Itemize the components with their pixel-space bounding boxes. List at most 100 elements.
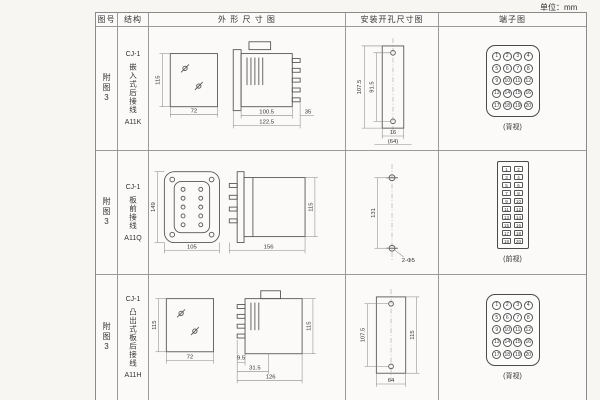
code-label: A11K [124,119,142,126]
terminal-pin: 10 [514,198,523,204]
terminal-pin: 3 [513,300,523,310]
terminal-pin: 4 [523,300,533,310]
terminal-pin: 20 [523,101,533,111]
structure-cell-row3: CJ-1 凸出式板后接线 A11H [118,275,149,400]
dim-label: 64 [387,378,394,384]
terminal-pin: 15 [513,88,523,98]
terminal-pin: 1 [492,51,502,61]
terminal-pin: 19 [502,238,511,244]
dim-label: 105 [186,244,197,250]
dimension-lines [158,52,314,128]
dim-label: 35 [304,109,311,115]
outline-cell-row3: 115 72 9.5 31.5 126 115 [149,275,346,400]
dim-label: 156 [263,244,274,250]
dimension-lines [361,45,412,145]
dimension-table: 图号 结构 外 形 尺 寸 图 安装开孔尺寸图 端子图 附图3 CJ-1 嵌入式… [95,12,587,400]
dim-label: 126 [265,374,276,380]
outline-cell-row2: 149 105 156 115 [149,151,346,275]
terminal-pin: 10 [502,76,512,86]
dim-label: 122.5 [259,119,274,125]
fig-no-row2: 附图3 [96,151,118,275]
dim-label: 115 [410,329,416,339]
terminal-pin: 20 [514,238,523,244]
terminal-pin: 14 [502,88,512,98]
dim-label: 115 [152,319,158,329]
dim-label: 131 [370,208,376,218]
terminal-pin: 17 [492,101,502,111]
dim-label: 107.5 [357,78,363,93]
header-outline-dims: 外 形 尺 寸 图 [149,13,346,27]
terminal-pin: 17 [502,230,511,236]
terminal-pin: 8 [523,64,533,74]
terminal-pin: 19 [513,350,523,360]
dim-label: 149 [151,202,157,212]
model-label: CJ-1 [125,295,141,303]
dim-label: 115 [308,201,314,211]
front-view [163,170,220,243]
side-view [232,40,301,111]
terminal-pin: 11 [502,206,511,212]
terminal-pin: 14 [514,214,523,220]
model-label: CJ-1 [125,183,141,191]
terminal-pin: 3 [513,51,523,61]
terminal-pin: 6 [502,64,512,74]
panel-cutout [381,45,404,129]
dimension-lines [154,170,318,253]
code-label: A11Q [124,234,142,242]
terminal-pin: 1 [502,166,511,172]
terminal-pin: 4 [523,51,533,61]
structure-type-label: 凸出式板后接线 [128,307,138,368]
terminal-pin: 2 [514,166,523,172]
terminal-pin: 9 [502,198,511,204]
header-terminal-diagram: 端子图 [439,13,586,27]
terminal-pin: 13 [492,88,502,98]
outline-drawing-a11h: 115 72 9.5 31.5 126 115 [152,289,316,383]
model-label: CJ-1 [125,51,141,58]
header-mounting-dims: 安装开孔尺寸图 [346,13,439,27]
terminal-pin: 18 [514,230,523,236]
terminal-pin: 7 [502,190,511,196]
terminal-pin: 8 [514,190,523,196]
terminal-pin: 17 [492,350,502,360]
terminal-pin: 2 [502,300,512,310]
fig-no-row1: 附图3 [96,27,118,151]
side-view [236,289,303,354]
terminal-pin: 13 [492,337,502,347]
mounting-drawing-a11q: 131 2-Φ5 [370,163,415,263]
terminal-pin: 8 [523,313,533,323]
terminal-pin: 15 [502,222,511,228]
terminal-pin: 5 [492,64,502,74]
dim-label: 31.5 [249,365,261,371]
structure-cell-row1: CJ-1 嵌入式后接线 A11K [118,27,149,151]
dim-label: 115 [155,74,161,84]
fig-no-row3: 附图3 [96,275,118,400]
terminal-pin: 10 [502,325,512,335]
terminal-pin: 7 [513,64,523,74]
dim-label: 100.5 [259,109,274,115]
terminal-pin: 19 [513,101,523,111]
outline-cell-row1: 115 72 100.5 122.5 35 [149,27,346,151]
terminal-pin: 12 [523,325,533,335]
terminal-view-label: (背视) [503,373,522,380]
outline-drawing-a11q: 149 105 156 115 [151,170,318,253]
terminal-pin: 16 [523,337,533,347]
panel-cutout [375,295,406,374]
header-fig-no: 图号 [96,13,118,27]
mounting-cell-row3: 107.5 115 64 [346,275,439,400]
mounting-drawing-a11k: 107.5 91.5 16 (64) [357,37,412,145]
terminal-pin: 12 [514,206,523,212]
terminal-view-label: (前视) [503,256,522,263]
mounting-cell-row2: 131 2-Φ5 [346,151,439,275]
terminal-pin: 14 [502,337,512,347]
structure-type-label: 嵌入式后接线 [128,63,138,114]
terminal-pin: 2 [502,51,512,61]
terminal-pin: 18 [502,350,512,360]
dim-label: 9.5 [237,355,246,361]
